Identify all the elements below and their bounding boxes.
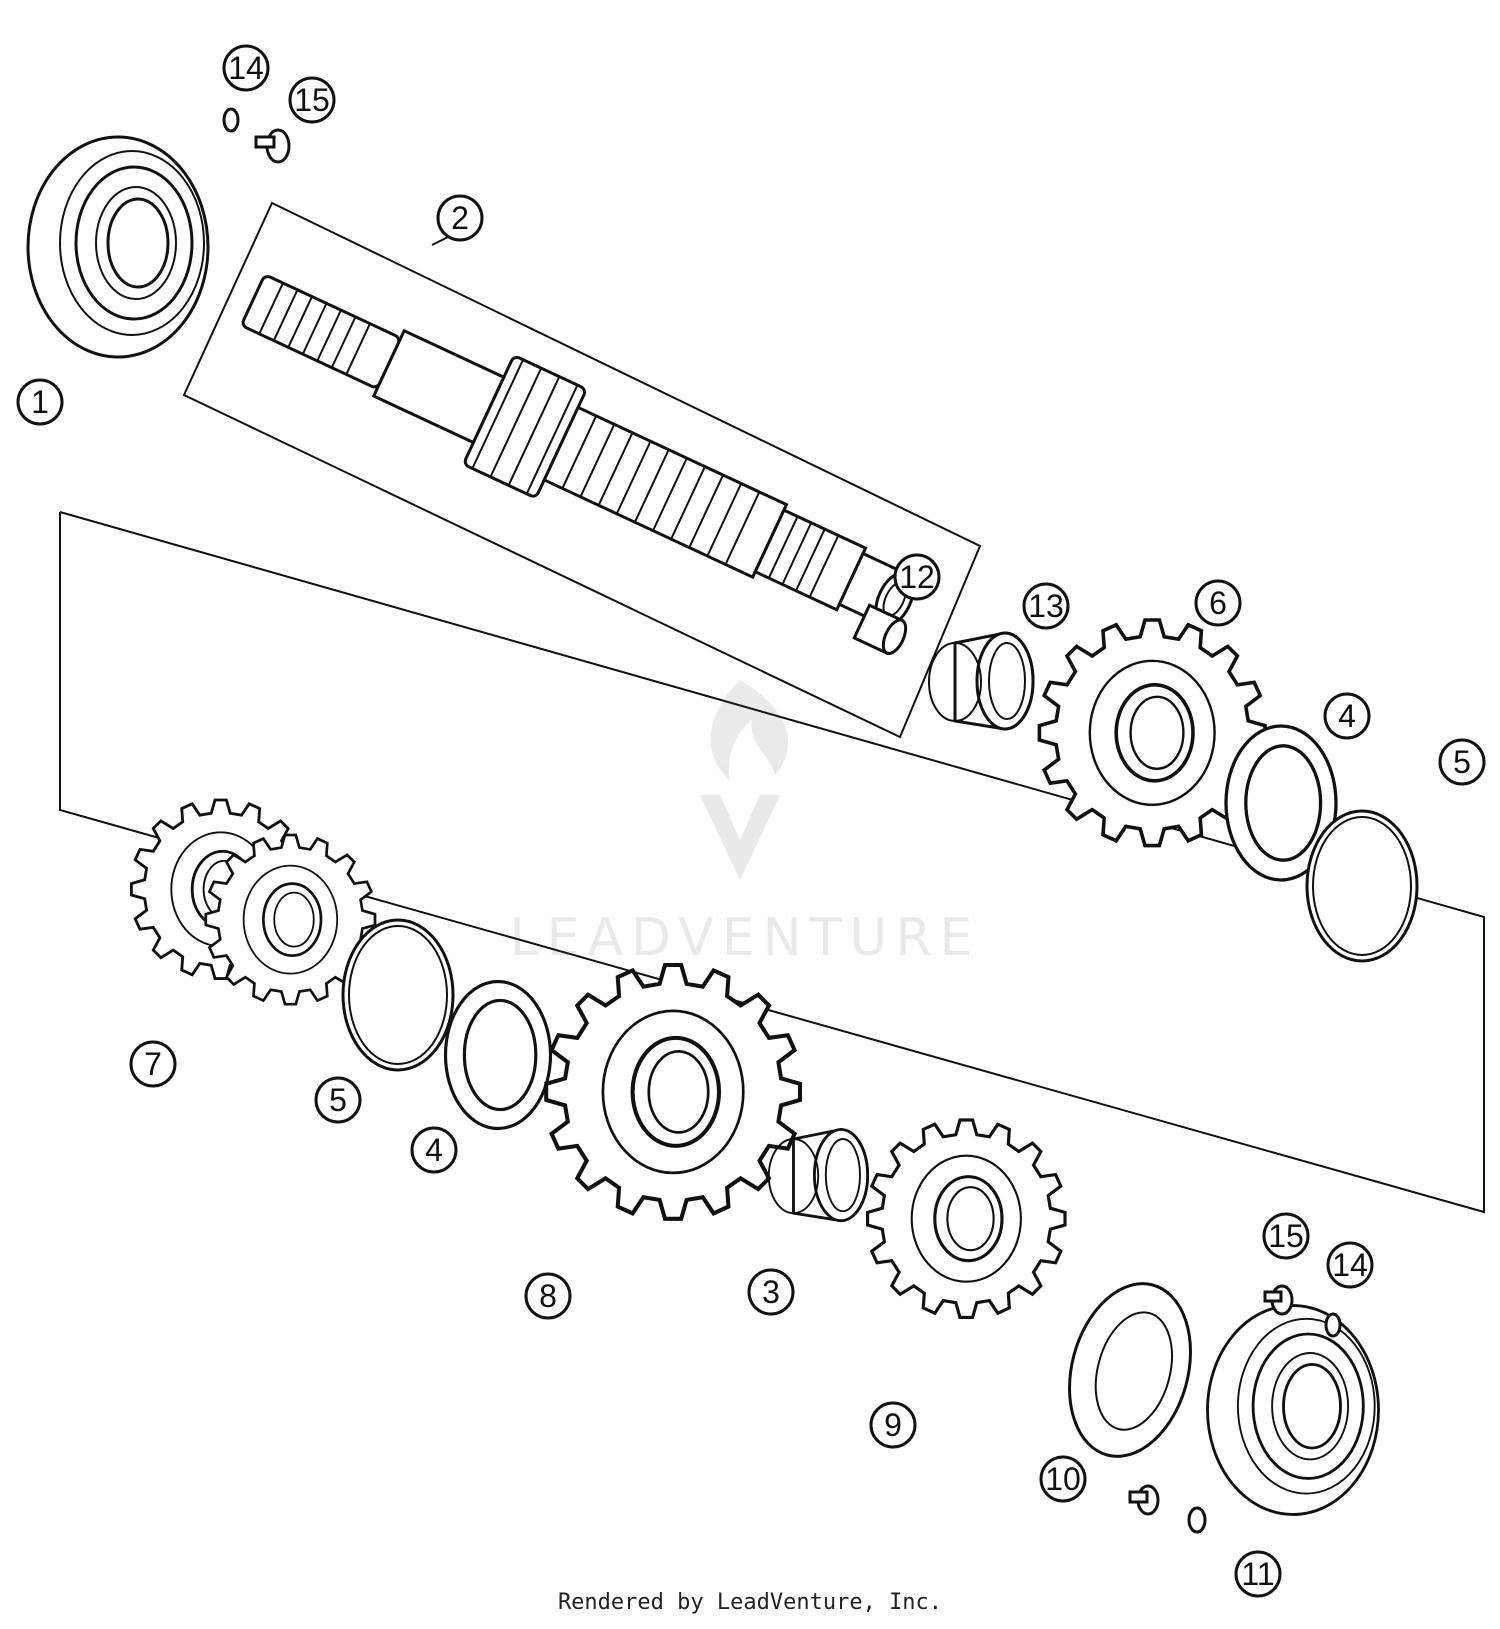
callout-8: 8 (524, 1272, 572, 1320)
washer-14-lower-a (1324, 1312, 1342, 1338)
screw-15-top (254, 128, 291, 164)
callout-14-lower: 14 (1326, 1241, 1374, 1289)
screw-15-lower-a (1263, 1284, 1294, 1316)
callout-9: 9 (869, 1401, 917, 1449)
washer-14-top (222, 107, 240, 133)
snap-ring-5-lower (341, 918, 455, 1072)
callout-3-label: 3 (762, 1274, 780, 1310)
callout-14-lower-label: 14 (1332, 1247, 1368, 1283)
shaft-assembly-frame (182, 201, 982, 739)
needle-bearing-12 (852, 603, 908, 656)
callout-5-upper-label: 5 (1453, 744, 1471, 780)
callout-7-label: 7 (144, 1046, 162, 1082)
callout-7: 7 (129, 1040, 177, 1088)
bearing-1 (26, 135, 210, 359)
callout-2: 2 (436, 194, 484, 242)
callout-2-label: 2 (451, 200, 469, 236)
thrust-washer-10 (1068, 1282, 1192, 1458)
washer-14-lower-b (1187, 1506, 1207, 1534)
callout-12: 12 (893, 553, 941, 601)
callout-14-top: 14 (222, 44, 270, 92)
callout-9-label: 9 (884, 1407, 902, 1443)
callout-15-top: 15 (288, 76, 336, 124)
callout-4-upper: 4 (1323, 692, 1371, 740)
main-shaft-2 (241, 275, 915, 627)
leadventure-watermark: LEADVENTURE (510, 680, 981, 968)
callout-13-label: 13 (1028, 588, 1064, 624)
callout-10-label: 10 (1045, 1461, 1081, 1497)
gear-9 (866, 1118, 1067, 1319)
render-credit: Rendered by LeadVenture, Inc. (557, 1590, 943, 1615)
bushing-13 (927, 631, 1035, 731)
gear-cluster-frame (59, 511, 1485, 1214)
callout-5-lower: 5 (314, 1076, 362, 1124)
watermark-brand: LEADVENTURE (510, 908, 981, 968)
callout-5-lower-label: 5 (329, 1082, 347, 1118)
callout-4-lower: 4 (410, 1126, 458, 1174)
flame-logo-icon (710, 680, 789, 780)
callout-10: 10 (1039, 1455, 1087, 1503)
callout-4-upper-label: 4 (1338, 698, 1356, 734)
callout-15-lower: 15 (1262, 1212, 1310, 1260)
callout-3: 3 (747, 1268, 795, 1316)
gear-7 (129, 798, 377, 1006)
callout-14-top-label: 14 (228, 50, 264, 86)
callout-4-lower-label: 4 (425, 1132, 443, 1168)
screw-15-lower-b (1128, 1484, 1160, 1516)
callout-1-label: 1 (31, 384, 49, 420)
callout-12-label: 12 (899, 559, 935, 595)
v-logo-icon (700, 795, 780, 880)
callout-6: 6 (1194, 579, 1242, 627)
bearing-11 (1206, 1304, 1380, 1516)
snap-ring-5-upper (1305, 809, 1419, 963)
callout-1: 1 (16, 378, 64, 426)
callout-5-upper: 5 (1438, 738, 1486, 786)
callout-15-top-label: 15 (294, 82, 330, 118)
callout-15-lower-label: 15 (1268, 1218, 1304, 1254)
callout-8-label: 8 (539, 1278, 557, 1314)
callout-13: 13 (1022, 582, 1070, 630)
callout-11-label: 11 (1241, 1556, 1274, 1592)
callout-11: 11 (1234, 1550, 1282, 1598)
gear-8 (546, 965, 800, 1219)
callout-6-label: 6 (1209, 585, 1227, 621)
thrust-washer-4-lower (443, 979, 553, 1131)
